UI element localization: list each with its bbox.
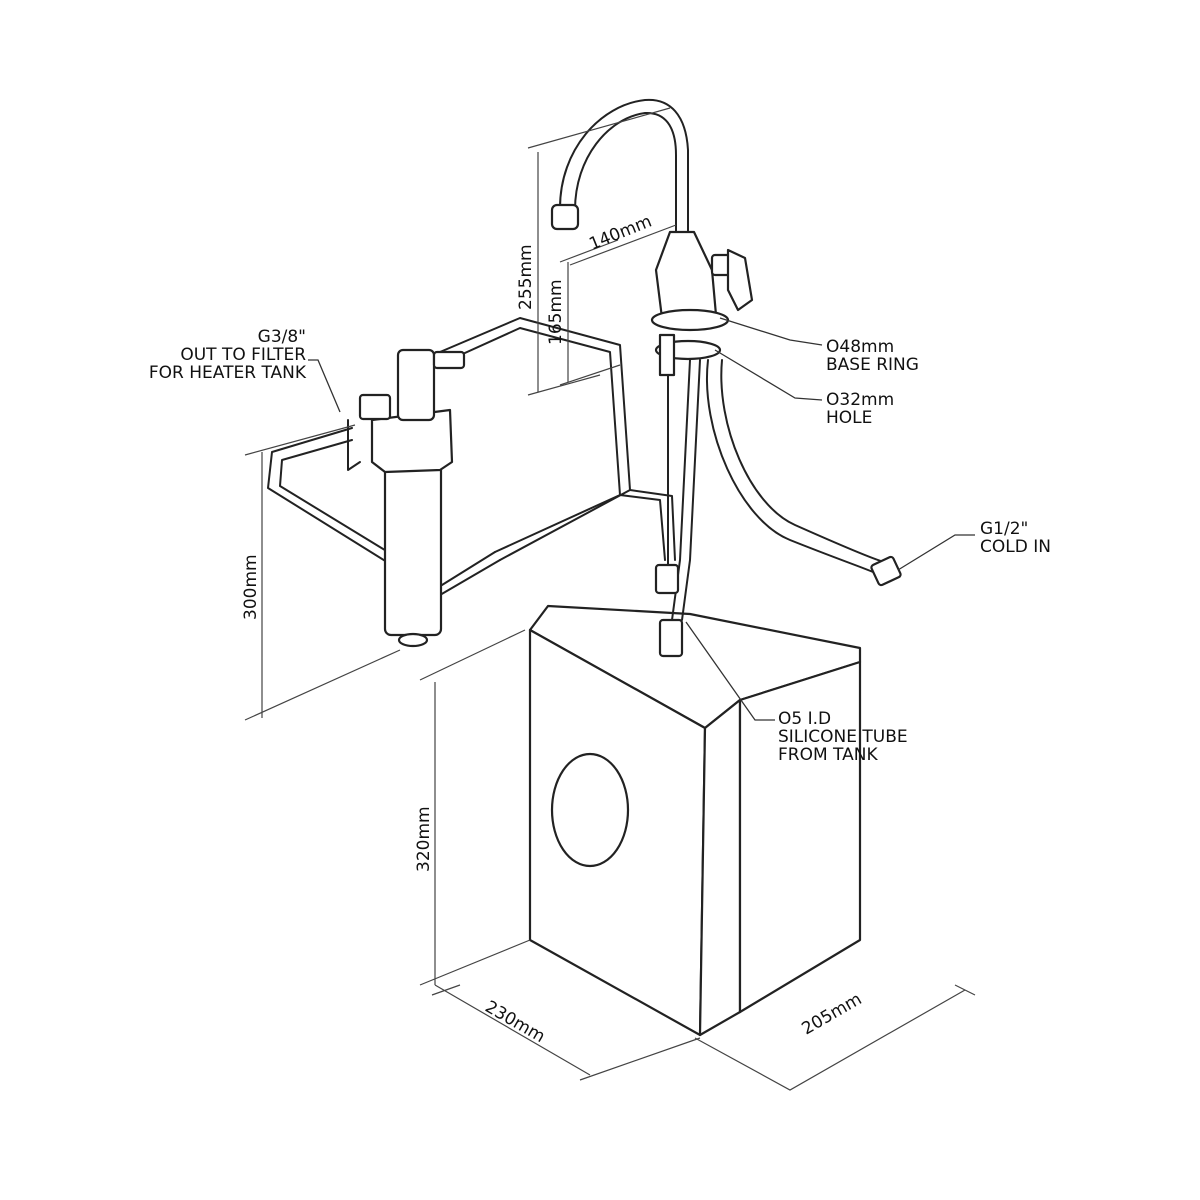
svg-text:O5 I.D: O5 I.D bbox=[778, 709, 831, 729]
svg-text:O48mm: O48mm bbox=[826, 337, 894, 357]
svg-text:OUT TO FILTER: OUT TO FILTER bbox=[180, 345, 306, 365]
svg-text:COLD IN: COLD IN bbox=[980, 537, 1051, 557]
svg-text:FROM TANK: FROM TANK bbox=[778, 745, 878, 765]
pipe-loop bbox=[267, 317, 676, 596]
svg-text:G1/2": G1/2" bbox=[980, 519, 1028, 539]
label-cold-in: G1/2" COLD IN bbox=[980, 519, 1051, 557]
svg-text:O32mm: O32mm bbox=[826, 390, 894, 410]
label-filter-connection: G3/8" OUT TO FILTER FOR HEATER TANK bbox=[149, 327, 307, 383]
label-silicone-tube: O5 I.D SILICONE TUBE FROM TANK bbox=[778, 709, 908, 765]
label-hole: O32mm HOLE bbox=[826, 390, 894, 428]
leader-lines bbox=[308, 317, 975, 721]
svg-text:HOLE: HOLE bbox=[826, 408, 872, 428]
heater-tank bbox=[528, 604, 862, 1037]
dimension-lines bbox=[244, 107, 976, 1091]
dim-tap-height: 255mm bbox=[516, 244, 536, 310]
dim-tank-depth: 205mm bbox=[799, 989, 866, 1039]
dim-spout-reach: 140mm bbox=[586, 212, 654, 255]
svg-text:BASE RING: BASE RING bbox=[826, 355, 919, 375]
svg-text:FOR HEATER TANK: FOR HEATER TANK bbox=[149, 363, 307, 383]
dim-tank-height: 320mm bbox=[414, 806, 434, 872]
dim-spout-clearance: 165mm bbox=[546, 279, 566, 345]
svg-text:SILICONE TUBE: SILICONE TUBE bbox=[778, 727, 908, 747]
dim-tank-width: 230mm bbox=[482, 997, 549, 1047]
dim-filter-height: 300mm bbox=[241, 554, 261, 620]
label-base-ring: O48mm BASE RING bbox=[826, 337, 919, 375]
faucet bbox=[550, 98, 902, 658]
svg-text:G3/8": G3/8" bbox=[258, 327, 306, 347]
water-filter bbox=[347, 348, 466, 648]
tank-indicator-circle bbox=[550, 752, 630, 868]
